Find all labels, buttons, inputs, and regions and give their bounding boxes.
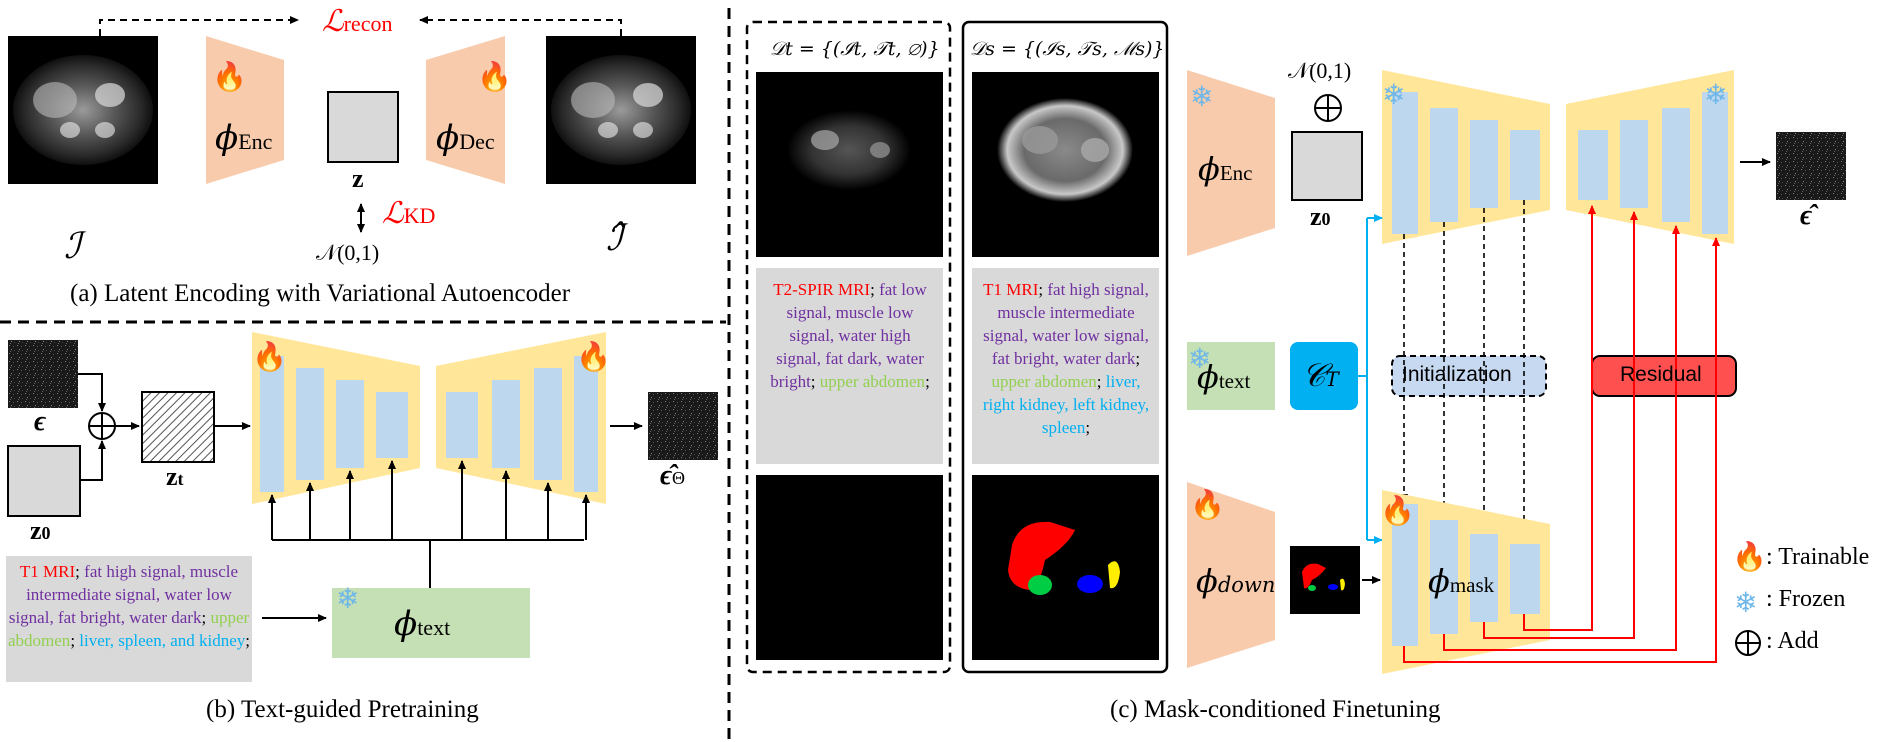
initialization-label: Initialization	[1402, 363, 1512, 386]
z0-label: z0	[30, 516, 51, 545]
snowflake-icon: ❄	[336, 584, 360, 615]
mask-liver	[1008, 521, 1075, 590]
snowflake-icon: ❄	[1704, 80, 1728, 111]
panel-b-caption: (b) Text-guided Pretraining	[206, 696, 479, 723]
kd-loss-label: ℒKD	[382, 196, 436, 231]
frozen-text-encoder-label: ϕtext	[1197, 358, 1251, 396]
snowflake-icon: ❄	[1382, 80, 1406, 111]
fire-icon: 🔥	[1380, 496, 1415, 527]
mask-control-label: ϕmask	[1428, 562, 1495, 600]
text-encoder-label: ϕtext	[394, 604, 451, 644]
dataset-t-title: 𝒟t = {(ℐt, 𝒯t, ∅)}	[770, 38, 940, 60]
residual-label: Residual	[1620, 363, 1702, 386]
unet-decoder	[436, 332, 606, 504]
recon-arrow-right	[419, 16, 622, 36]
mask-control-network	[1382, 490, 1550, 674]
mask-input-image	[1290, 546, 1360, 614]
dataset-s-mask	[972, 475, 1159, 660]
panel-b-graphics	[7, 332, 718, 658]
frozen-unet-decoder	[1566, 70, 1734, 244]
latent-z-box	[327, 91, 399, 163]
fire-icon: 🔥	[576, 342, 611, 373]
mask-right-kidney	[1028, 575, 1052, 595]
snowflake-icon: ❄	[1190, 82, 1214, 113]
dataset-s-box	[961, 20, 1169, 674]
dataset-t-box	[745, 20, 952, 674]
z0-box	[7, 445, 81, 517]
frozen-vae-encoder	[1187, 70, 1275, 256]
zt-label: zt	[166, 462, 184, 491]
text-condition-label: 𝒞T	[1302, 356, 1339, 394]
z0-latent-label: z0	[1310, 202, 1331, 231]
legend-add: : Add	[1766, 628, 1819, 654]
recon-image-label: ℐ̂	[606, 218, 623, 259]
fire-icon: 🔥	[477, 62, 512, 93]
fire-icon: 🔥	[1732, 542, 1767, 573]
mask-down-encoder	[1187, 482, 1275, 668]
text-condition-box	[1290, 342, 1358, 410]
dataset-t-mask-empty	[756, 475, 943, 660]
normal-distribution-label: 𝒩(0,1)	[316, 240, 380, 265]
noise-label: ϵ	[34, 406, 47, 437]
vae-decoder	[426, 36, 505, 184]
pretrain-text-prompt: T1 MRI; fat high signal, muscle intermed…	[6, 556, 252, 682]
panel-a-caption: (a) Latent Encoding with Variational Aut…	[70, 280, 571, 307]
frozen-unet-encoder	[1382, 70, 1550, 244]
text-encoder-box	[332, 588, 530, 658]
predicted-noise-image	[1776, 132, 1846, 200]
dataset-t-prompt: T2-SPIR MRI; fat low signal, muscle low …	[770, 272, 930, 393]
legend-trainable: : Trainable	[1766, 544, 1870, 570]
panel-c-caption: (c) Mask-conditioned Finetuning	[1110, 696, 1441, 723]
recon-arrow-left	[99, 16, 299, 36]
input-mri-body	[13, 55, 153, 165]
output-noise-image	[648, 392, 718, 460]
noise-image	[8, 340, 78, 408]
fire-icon: 🔥	[212, 62, 247, 93]
panel-a-graphics	[8, 16, 696, 233]
output-noise-label: ϵ̂Θ	[660, 460, 686, 491]
snowflake-icon: ❄	[1188, 344, 1212, 375]
predicted-noise-label: ϵ̂	[1800, 200, 1813, 231]
vae-encoder	[206, 36, 284, 184]
panel-c-graphics	[745, 20, 1846, 674]
initialization-box	[1391, 355, 1547, 397]
z0-latent-box	[1291, 131, 1363, 201]
frozen-encoder-label: ϕEnc	[1198, 150, 1253, 188]
input-image-label: ℐ	[64, 226, 81, 267]
snowflake-icon: ❄	[1734, 588, 1758, 619]
vae-decoder-label: ϕDec	[436, 118, 495, 158]
fire-icon: 🔥	[1190, 490, 1225, 521]
mask-spleen	[1108, 561, 1120, 589]
zt-box	[141, 391, 215, 463]
mask-down-label: ϕdown	[1196, 562, 1276, 600]
legend-frozen: : Frozen	[1766, 586, 1846, 612]
dataset-s-title: 𝒟s = {(ℐs, 𝒯s, ℳs)}	[970, 38, 1165, 60]
latent-z-label: z	[352, 164, 364, 193]
mask-left-kidney	[1077, 575, 1103, 593]
normal-distribution-label-c: 𝒩(0,1)	[1288, 58, 1352, 83]
frozen-text-encoder	[1187, 342, 1275, 410]
vae-encoder-label: ϕEnc	[215, 118, 273, 158]
recon-loss-label: ℒrecon	[322, 4, 393, 39]
fire-icon: 🔥	[252, 342, 287, 373]
dataset-s-prompt: T1 MRI; fat high signal, muscle intermed…	[976, 272, 1156, 439]
